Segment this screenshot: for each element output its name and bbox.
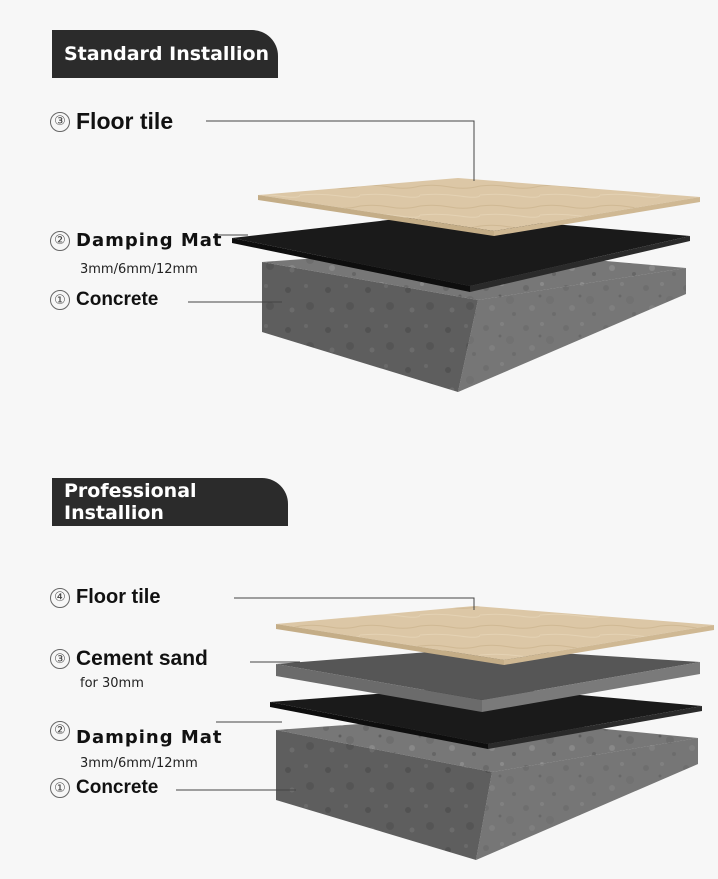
standard-floor-tile-label: ③ Floor tile xyxy=(50,108,173,135)
number-badge: ① xyxy=(50,778,70,798)
standard-leader-lines xyxy=(188,120,475,303)
standard-damping-mat xyxy=(232,214,690,292)
professional-concrete-label: ① Concrete xyxy=(50,777,158,799)
professional-cement-sand xyxy=(276,648,700,712)
professional-floor-tile-label: ④ Floor tile xyxy=(50,586,160,609)
number-badge: ③ xyxy=(50,111,70,132)
number-badge: ② xyxy=(50,230,70,251)
professional-floor-tile xyxy=(276,606,714,665)
professional-cement-sand-label: ③ Cement sand xyxy=(50,647,208,671)
standard-installation-banner: Standard Installion xyxy=(52,30,278,78)
number-badge: ① xyxy=(50,290,70,310)
number-badge: ③ xyxy=(50,649,70,669)
standard-concrete-label: ① Concrete xyxy=(50,289,158,311)
professional-installation-banner: Professional Installion xyxy=(52,478,288,526)
standard-damping-mat-label: ② Damping Mat xyxy=(50,230,223,251)
standard-floor-tile xyxy=(258,178,700,236)
number-badge: ④ xyxy=(50,587,70,608)
professional-damping-mat-label: ② Damping Mat xyxy=(50,713,223,748)
number-badge: ② xyxy=(50,720,70,741)
professional-damping-mat xyxy=(270,686,702,749)
professional-cement-sand-thickness: for 30mm xyxy=(80,676,144,691)
standard-damping-mat-thickness: 3mm/6mm/12mm xyxy=(80,262,198,277)
professional-leader-lines xyxy=(176,597,475,791)
professional-damping-mat-thickness: 3mm/6mm/12mm xyxy=(80,756,198,771)
